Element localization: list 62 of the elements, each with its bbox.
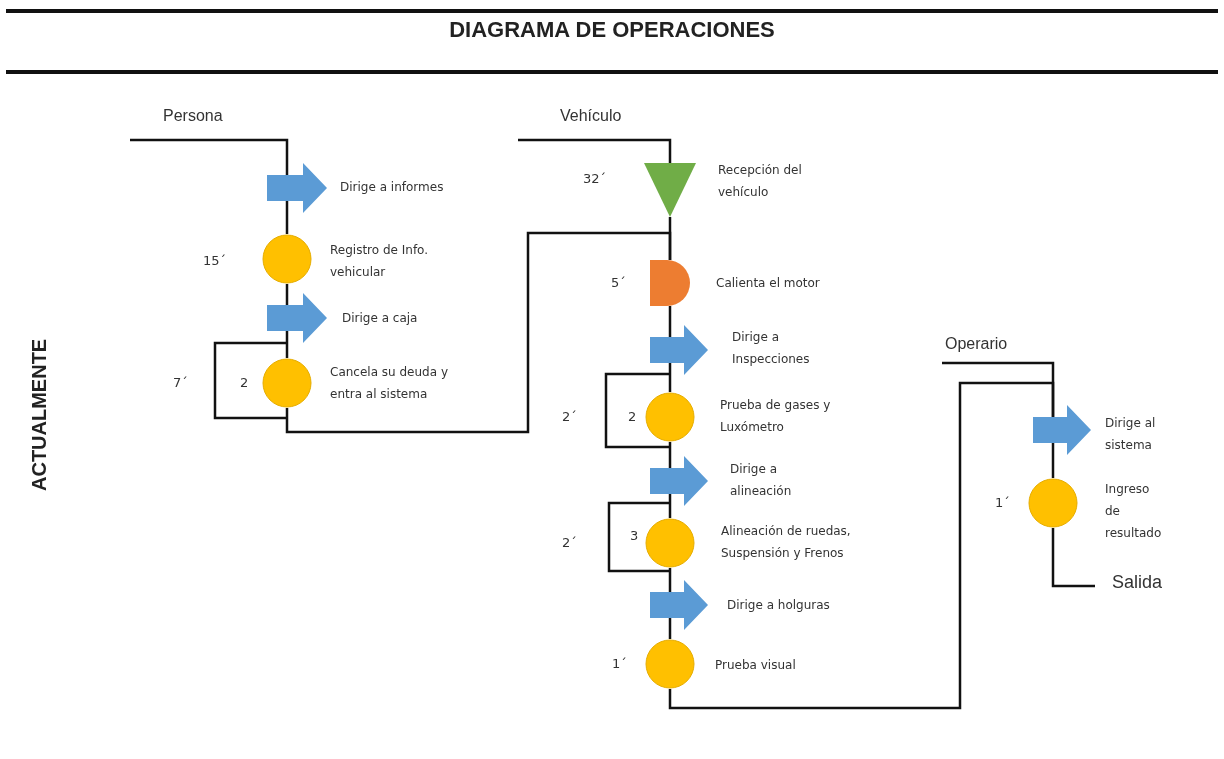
- operation-circle: [262, 234, 312, 284]
- step-label: Alineación de ruedas, Suspensión y Frenos: [721, 523, 852, 562]
- step-label: Dirige a holguras: [727, 597, 831, 614]
- operation-circle: [1028, 478, 1078, 528]
- step-label: Dirige a caja: [342, 310, 419, 327]
- storage-triangle: [644, 163, 696, 217]
- operation-circle: [262, 358, 312, 408]
- step-label: Prueba de gases y Luxómetro: [720, 397, 832, 436]
- step-label: Calienta el motor: [716, 275, 821, 292]
- flow-label: Salida: [1095, 572, 1170, 600]
- transport-symbol: [267, 293, 327, 343]
- flow-line: [285, 231, 672, 434]
- step-label: Ingreso de resultado: [1105, 481, 1163, 542]
- flow-label: Vehículo: [518, 100, 670, 140]
- flow-line: [668, 568, 672, 592]
- flow-line: [668, 306, 672, 337]
- duration-label: 1´: [612, 655, 628, 673]
- flow-label: Persona: [130, 100, 287, 140]
- flow-line: [1051, 528, 1095, 588]
- flow-line: [285, 284, 289, 305]
- operation-circle: [645, 392, 695, 442]
- transport-symbol: [267, 163, 327, 213]
- step-label: Prueba visual: [715, 657, 797, 674]
- step-label: Dirige a alineación: [730, 461, 793, 500]
- delay-symbol: [650, 260, 690, 306]
- duration-label: 7´: [173, 374, 188, 392]
- transport-symbol: [650, 456, 708, 506]
- transport-symbol: [1033, 405, 1091, 455]
- flow-line: [668, 442, 672, 468]
- step-label: Cancela su deuda y entra al sistema: [330, 364, 449, 403]
- flow-line: [130, 138, 289, 175]
- repeat-count: 3: [630, 527, 640, 545]
- flow-line: [518, 138, 672, 163]
- side-label: ACTUALMENTE: [27, 337, 51, 494]
- duration-label: 5´: [611, 274, 627, 292]
- flow-line: [668, 618, 672, 639]
- duration-label: 15´: [203, 252, 228, 270]
- duration-label: 2´: [562, 408, 577, 426]
- flow-line: [285, 201, 289, 234]
- repeat-count: 2: [628, 408, 638, 426]
- flow-line: [668, 494, 672, 518]
- duration-label: 32´: [583, 170, 608, 188]
- step-label: Recepción del vehículo: [718, 162, 803, 201]
- step-label: Dirige al sistema: [1105, 415, 1157, 454]
- duration-label: 2´: [562, 534, 577, 552]
- step-label: Dirige a informes: [340, 179, 445, 196]
- flow-line: [942, 361, 1055, 417]
- duration-label: 1´: [995, 494, 1011, 512]
- transport-symbol: [650, 580, 708, 630]
- flow-line: [668, 217, 672, 260]
- flow-line: [668, 381, 1055, 710]
- flow-label: Operario: [942, 333, 1053, 363]
- step-label: Registro de Info. vehicular: [330, 242, 430, 281]
- transport-symbol: [650, 325, 708, 375]
- flow-line: [285, 331, 289, 358]
- step-label: Dirige a Inspecciones: [732, 329, 811, 368]
- diagram-title: DIAGRAMA DE OPERACIONES: [448, 17, 776, 43]
- operation-circle: [645, 639, 695, 689]
- repeat-count: 2: [240, 374, 250, 392]
- flow-line: [1051, 443, 1055, 478]
- operation-circle: [645, 518, 695, 568]
- flow-line: [668, 363, 672, 392]
